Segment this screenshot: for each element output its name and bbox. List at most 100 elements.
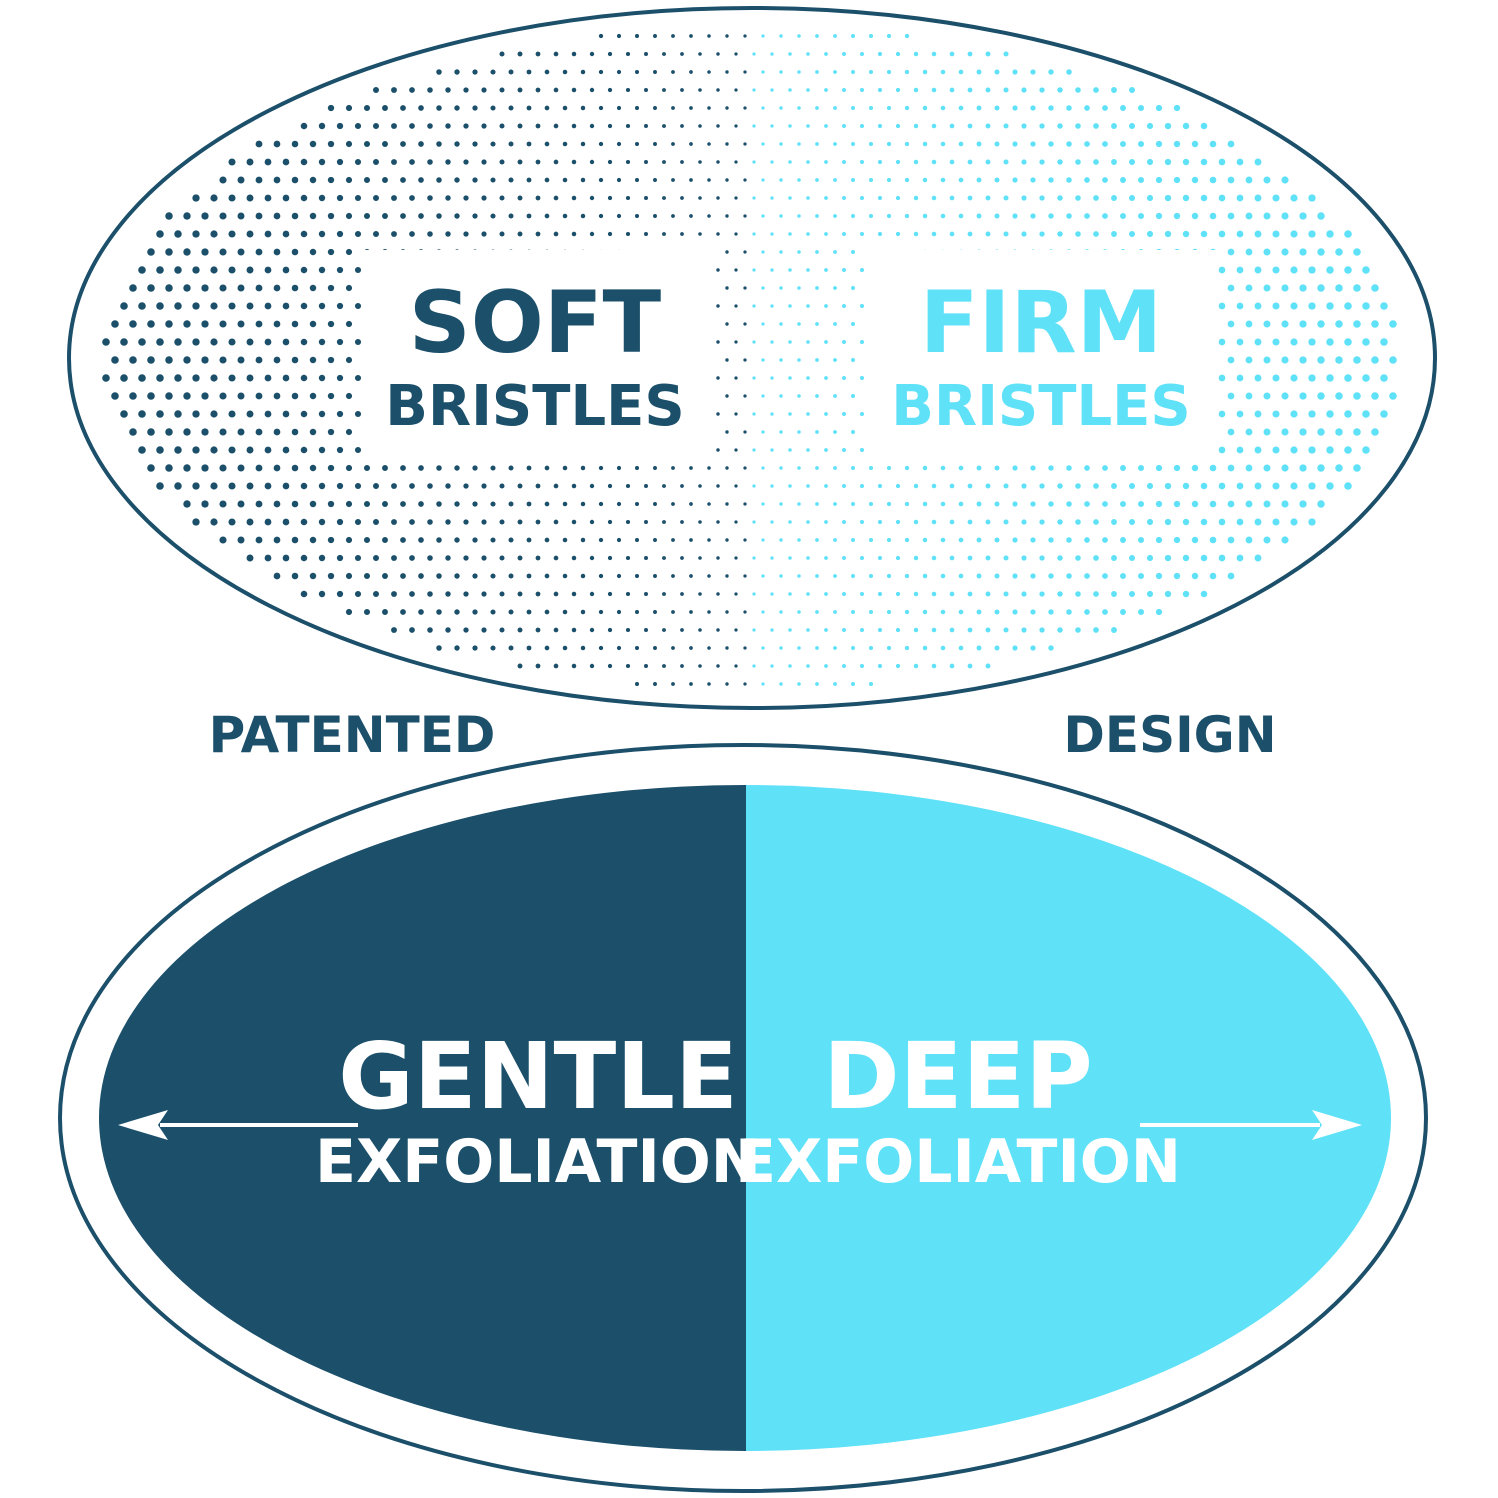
bristle-dot bbox=[877, 483, 883, 489]
bristle-dot bbox=[788, 52, 792, 56]
bristle-dot bbox=[833, 214, 837, 218]
bristle-dot bbox=[580, 573, 586, 579]
bristle-dot bbox=[1371, 392, 1379, 400]
bristle-dot bbox=[183, 500, 191, 508]
bristle-dot bbox=[931, 195, 937, 201]
bristle-dot bbox=[418, 105, 424, 111]
bristle-dot bbox=[868, 537, 874, 543]
bristle-dot bbox=[752, 592, 756, 596]
bristle-dot bbox=[868, 573, 874, 579]
bristle-dot bbox=[526, 609, 532, 615]
bristle-dot bbox=[851, 142, 855, 146]
bristle-dot bbox=[707, 466, 711, 470]
bristle-dot bbox=[824, 232, 828, 236]
bristle-dot bbox=[1021, 159, 1027, 165]
bristle-dot bbox=[318, 410, 326, 418]
bristle-dot bbox=[877, 159, 883, 165]
bristle-dot bbox=[526, 501, 532, 507]
bristle-dot bbox=[1344, 302, 1352, 310]
bristle-dot bbox=[616, 69, 622, 75]
bristle-dot bbox=[680, 664, 684, 668]
bristle-dot bbox=[1075, 627, 1081, 633]
bristle-dot bbox=[1380, 410, 1388, 418]
bristle-dot bbox=[761, 34, 765, 38]
bristle-dot bbox=[761, 70, 765, 74]
bristle-dot bbox=[886, 609, 892, 615]
bristle-dot bbox=[815, 70, 819, 74]
bristle-dot bbox=[824, 412, 828, 416]
bristle-dot bbox=[318, 122, 326, 130]
bristle-dot bbox=[1066, 501, 1072, 507]
bristle-dot bbox=[770, 232, 774, 236]
bristle-dot bbox=[725, 250, 729, 254]
bristle-dot bbox=[886, 177, 892, 183]
bristle-dot bbox=[490, 537, 496, 543]
bristle-dot bbox=[815, 430, 819, 434]
bristle-dot bbox=[1344, 446, 1352, 454]
bristle-dot bbox=[1272, 338, 1280, 346]
bristle-dot bbox=[1128, 86, 1136, 94]
bristle-dot bbox=[671, 466, 675, 470]
bristle-dot bbox=[1362, 410, 1370, 418]
bristle-dot bbox=[967, 231, 973, 237]
bristle-dot bbox=[940, 645, 946, 651]
bristle-dot bbox=[743, 430, 747, 434]
bristle-dot bbox=[806, 448, 810, 452]
bristle-dot bbox=[1281, 500, 1289, 508]
bristle-dot bbox=[958, 213, 964, 219]
bristle-dot bbox=[824, 664, 828, 668]
bristle-dot bbox=[598, 609, 604, 615]
bristle-dot bbox=[183, 248, 191, 256]
bristle-dot bbox=[1263, 356, 1271, 364]
bristle-dot bbox=[976, 609, 982, 615]
bristle-dot bbox=[842, 628, 846, 632]
bristle-dot bbox=[788, 196, 792, 200]
bristle-dot bbox=[671, 178, 675, 182]
bristle-dot bbox=[707, 682, 711, 686]
bristle-dot bbox=[815, 682, 819, 686]
bristle-dot bbox=[1003, 231, 1009, 237]
bristle-dot bbox=[1039, 195, 1045, 201]
bristle-dot bbox=[544, 537, 550, 543]
bristle-dot bbox=[1093, 87, 1099, 93]
bristle-dot bbox=[210, 266, 218, 274]
bristle-dot bbox=[219, 500, 227, 508]
bristle-dot bbox=[913, 159, 919, 165]
bristle-dot bbox=[445, 87, 451, 93]
bristle-dot bbox=[940, 609, 946, 615]
bristle-dot bbox=[607, 123, 613, 129]
bristle-dot bbox=[1344, 266, 1352, 274]
bristle-dot bbox=[949, 663, 955, 669]
bristle-dot bbox=[1227, 284, 1235, 292]
bristle-dot bbox=[535, 519, 541, 525]
bristle-dot bbox=[797, 250, 801, 254]
bristle-dot bbox=[535, 555, 541, 561]
bristle-dot bbox=[851, 70, 855, 74]
bristle-dot bbox=[508, 177, 514, 183]
bristle-dot bbox=[535, 51, 541, 57]
bristle-dot bbox=[680, 124, 684, 128]
bristle-dot bbox=[1236, 302, 1244, 310]
bristle-dot bbox=[634, 69, 640, 75]
bristle-dot bbox=[535, 483, 541, 489]
bristle-dot bbox=[752, 664, 756, 668]
bristle-dot bbox=[607, 159, 613, 165]
bristle-dot bbox=[653, 214, 657, 218]
bristle-dot bbox=[806, 412, 810, 416]
bristle-dot bbox=[716, 448, 720, 452]
bristle-dot bbox=[1146, 554, 1154, 562]
bristle-dot bbox=[345, 428, 353, 436]
bristle-dot bbox=[671, 502, 675, 506]
bristle-dot bbox=[1272, 518, 1280, 526]
bristle-dot bbox=[779, 358, 783, 362]
bristle-dot bbox=[1057, 555, 1063, 561]
bristle-dot bbox=[345, 464, 353, 472]
bristle-dot bbox=[806, 520, 810, 524]
bristle-dot bbox=[743, 106, 747, 110]
bristle-dot bbox=[716, 520, 720, 524]
bristle-dot bbox=[219, 212, 227, 220]
bristle-dot bbox=[644, 88, 648, 92]
bristle-dot bbox=[698, 160, 702, 164]
bristle-dot bbox=[833, 286, 837, 290]
bristle-dot bbox=[859, 411, 865, 417]
